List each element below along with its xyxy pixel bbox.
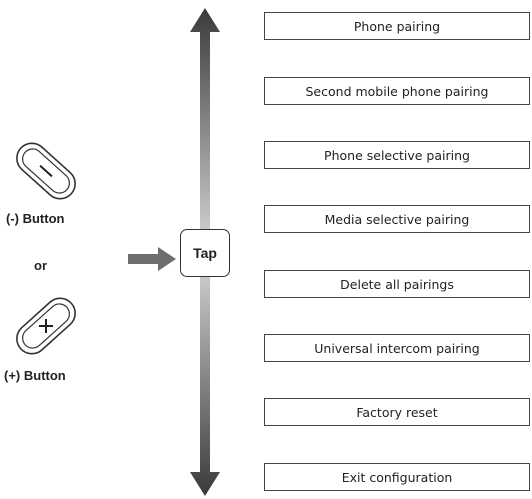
menu-item-phone-selective-pairing: Phone selective pairing: [264, 141, 530, 169]
menu-item-factory-reset: Factory reset: [264, 398, 530, 426]
menu-item-second-mobile-phone-pairing: Second mobile phone pairing: [264, 77, 530, 105]
tap-label: Tap: [180, 229, 230, 277]
menu-item-universal-intercom-pairing: Universal intercom pairing: [264, 334, 530, 362]
or-label: or: [34, 258, 47, 273]
menu-item-exit-configuration: Exit configuration: [264, 463, 530, 491]
minus-button-label: (-) Button: [6, 211, 65, 226]
minus-button-icon: [6, 136, 86, 206]
menu-item-phone-pairing: Phone pairing: [264, 12, 530, 40]
menu-item-delete-all-pairings: Delete all pairings: [264, 270, 530, 298]
pointer-arrow-icon: [128, 247, 176, 271]
menu-item-media-selective-pairing: Media selective pairing: [264, 205, 530, 233]
plus-button-icon: [6, 291, 86, 361]
plus-button-label: (+) Button: [4, 368, 66, 383]
